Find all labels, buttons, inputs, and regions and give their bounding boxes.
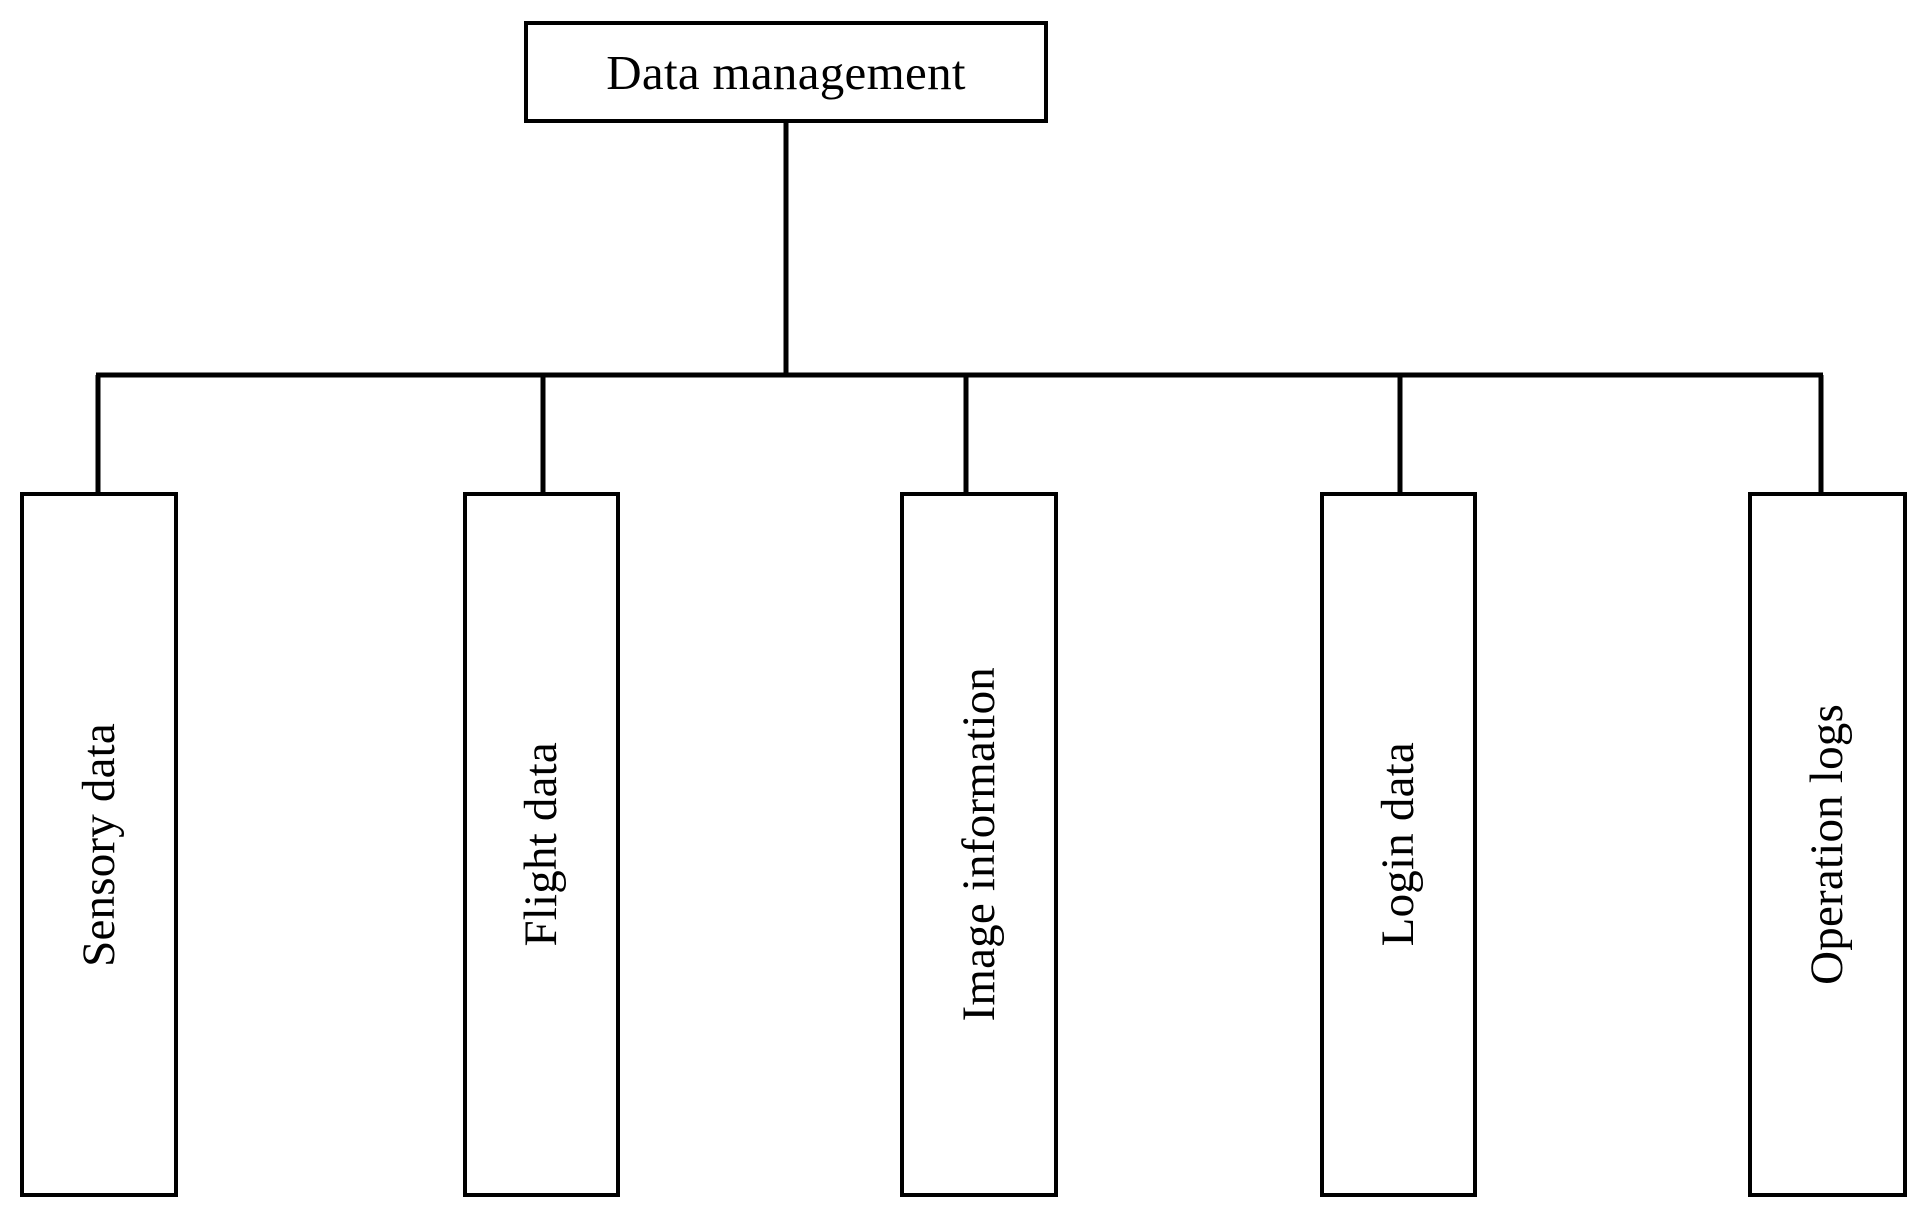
node-label-image-information: Image information — [952, 667, 1005, 1022]
node-data-management[interactable]: Data management — [524, 21, 1048, 123]
node-image-information[interactable]: Image information — [900, 492, 1058, 1197]
vertical-text-wrapper: Sensory data — [24, 496, 174, 1193]
vertical-text-wrapper: Operation logs — [1752, 496, 1903, 1193]
vertical-text-wrapper: Login data — [1324, 496, 1473, 1193]
node-label-sensory-data: Sensory data — [72, 722, 125, 967]
node-label-flight-data: Flight data — [515, 742, 567, 947]
node-label-login-data: Login data — [1372, 742, 1424, 947]
vertical-text-wrapper: Image information — [904, 496, 1054, 1193]
node-label-operation-logs: Operation logs — [1801, 704, 1853, 985]
node-label-data-management: Data management — [606, 44, 966, 100]
vertical-text-wrapper: Flight data — [467, 496, 616, 1193]
node-operation-logs[interactable]: Operation logs — [1748, 492, 1907, 1197]
node-login-data[interactable]: Login data — [1320, 492, 1477, 1197]
node-sensory-data[interactable]: Sensory data — [20, 492, 178, 1197]
node-flight-data[interactable]: Flight data — [463, 492, 620, 1197]
